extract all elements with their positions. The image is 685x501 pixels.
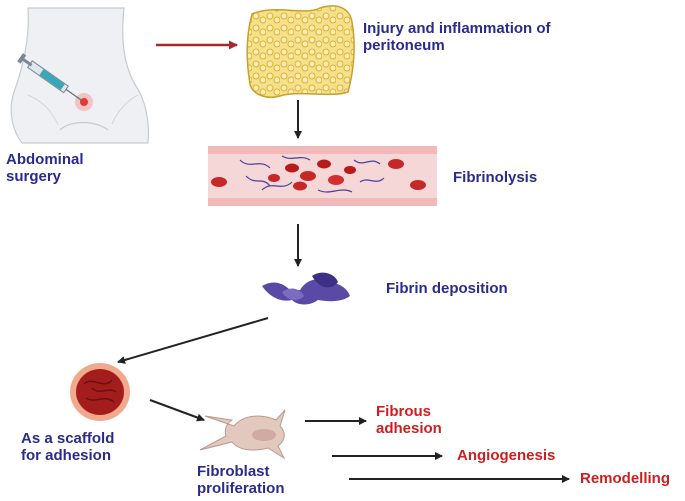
arrow-scaffold-to-fibroblast bbox=[149, 399, 205, 422]
blood-vessel-icon bbox=[208, 146, 437, 206]
fibrin-clot-icon bbox=[262, 272, 350, 305]
label-fibrous-adhesion: Fibrous adhesion bbox=[376, 403, 442, 437]
label-injury-inflammation: Injury and inflammation of peritoneum bbox=[363, 20, 551, 54]
peritoneum-tissue-icon bbox=[246, 5, 355, 98]
label-fibroblast-proliferation: Fibroblast proliferation bbox=[197, 463, 285, 497]
label-remodelling: Remodelling bbox=[580, 470, 671, 487]
label-fibrin-deposition: Fibrin deposition bbox=[386, 280, 508, 297]
label-fibrinolysis: Fibrinolysis bbox=[453, 169, 538, 186]
clot-scaffold-icon bbox=[70, 363, 130, 421]
label-scaffold-for-adhesion: As a scaffold for adhesion bbox=[21, 430, 115, 464]
label-angiogenesis: Angiogenesis bbox=[457, 447, 556, 464]
fibroblast-cell-icon bbox=[199, 409, 286, 460]
abdomen-syringe-icon bbox=[10, 7, 150, 144]
label-abdominal-surgery: Abdominal surgery bbox=[6, 151, 84, 185]
arrow-fibrin-to-scaffold bbox=[117, 317, 269, 364]
